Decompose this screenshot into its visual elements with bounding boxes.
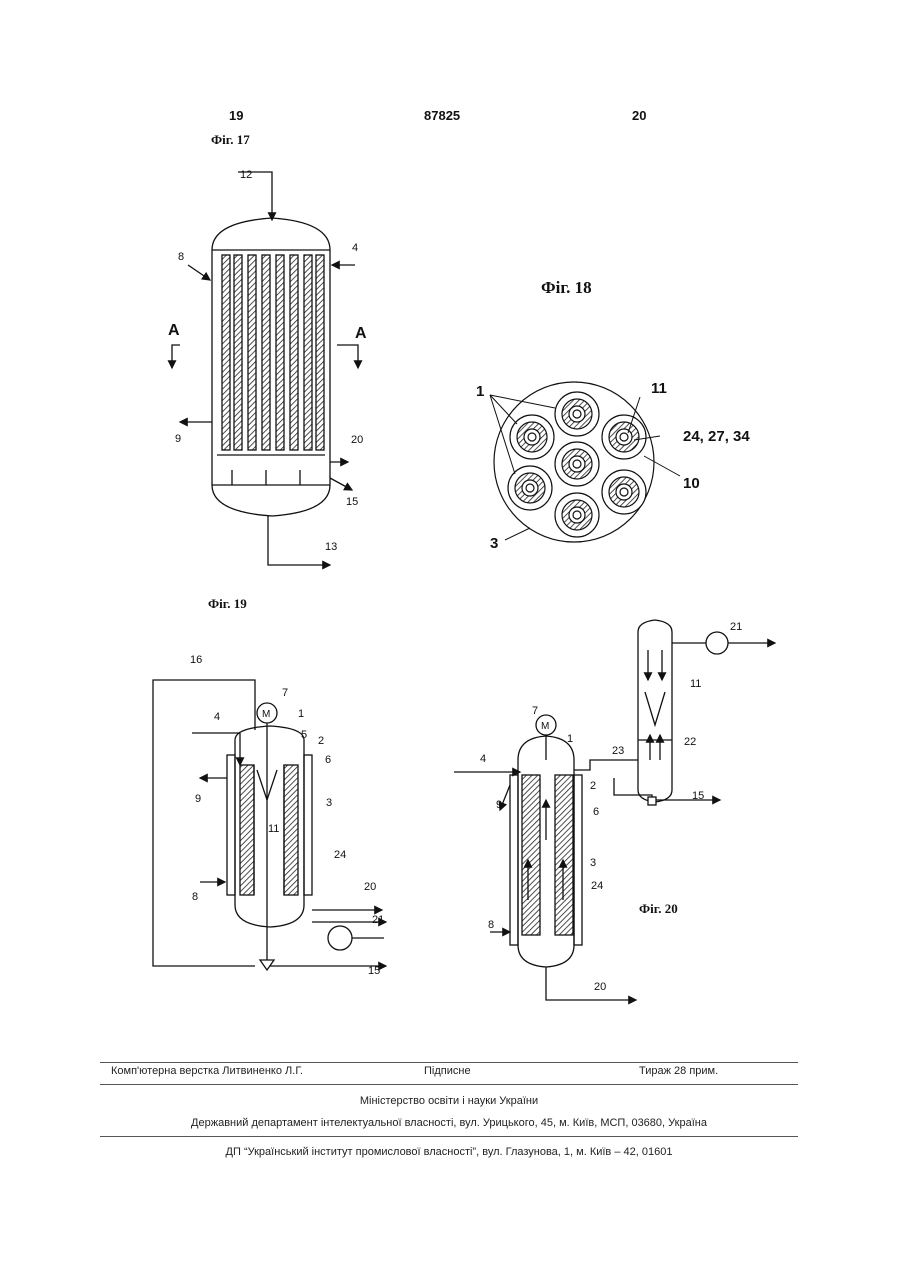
fig20-label-7: 7 xyxy=(532,705,538,717)
fig20-label-2: 2 xyxy=(590,780,596,792)
fig19-label-15: 15 xyxy=(368,965,380,977)
fig18-tube-bottom xyxy=(555,493,599,537)
fig19-label-8: 8 xyxy=(192,891,198,903)
fig19-label-4: 4 xyxy=(214,711,220,723)
footer-subscription: Підписне xyxy=(424,1065,471,1077)
fig20-label-1: 1 xyxy=(567,733,573,745)
fig19-label-20: 20 xyxy=(364,881,376,893)
fig20-motor-M: M xyxy=(541,721,549,732)
fig19-label-16: 16 xyxy=(190,654,202,666)
footer-ministry: Міністерство освіти і науки України xyxy=(100,1095,798,1107)
fig19-label-7: 7 xyxy=(282,687,288,699)
fig20-drawing xyxy=(454,620,775,1000)
fig19-label-2: 2 xyxy=(318,735,324,747)
fig20-label-23: 23 xyxy=(612,745,624,757)
fig19-label-21: 21 xyxy=(372,914,384,926)
fig18-label-24-27-34: 24, 27, 34 xyxy=(683,428,750,445)
footer-rule-2 xyxy=(100,1084,798,1085)
fig17-label-13: 13 xyxy=(325,541,337,553)
fig17-label-9: 9 xyxy=(175,433,181,445)
fig19-label-3: 3 xyxy=(326,797,332,809)
fig20-label-4: 4 xyxy=(480,753,486,765)
fig20-label-15: 15 xyxy=(692,790,704,802)
fig20-label-24: 24 xyxy=(591,880,603,892)
fig19-label-9: 9 xyxy=(195,793,201,805)
fig18-drawing xyxy=(490,382,680,542)
fig18-tube-top xyxy=(555,392,599,436)
fig20-label-22: 22 xyxy=(684,736,696,748)
fig20-label-9: 9 xyxy=(496,799,502,811)
fig18-tube-lower-right xyxy=(602,470,646,514)
fig19-label-11: 11 xyxy=(268,823,279,835)
fig20-label-21: 21 xyxy=(730,621,742,633)
fig18-label-11: 11 xyxy=(651,380,667,397)
fig19-label-1: 1 xyxy=(298,708,304,720)
fig20-label-3: 3 xyxy=(590,857,596,869)
footer-rule-1 xyxy=(100,1062,798,1063)
fig18-label-1: 1 xyxy=(476,383,484,400)
fig19-label-24: 24 xyxy=(334,849,346,861)
footer-institute: ДП “Український інститут промислової вла… xyxy=(100,1146,798,1158)
drawings: 12 8 4 A A 9 20 15 13 xyxy=(0,0,900,1060)
fig18-tube-upper-right xyxy=(602,415,646,459)
fig17-drawing xyxy=(172,172,358,565)
fig19-motor-M: M xyxy=(262,709,270,720)
fig20-label-20: 20 xyxy=(594,981,606,993)
footer-circulation: Тираж 28 прим. xyxy=(639,1065,718,1077)
fig17-label-A-right: A xyxy=(355,325,367,342)
fig18-tube-center xyxy=(555,442,599,486)
footer-department: Державний департамент інтелектуальної вл… xyxy=(100,1117,798,1129)
fig18-label-10: 10 xyxy=(683,475,700,492)
fig19-label-6: 6 xyxy=(325,754,331,766)
fig17-label-15: 15 xyxy=(346,496,358,508)
footer-rule-3 xyxy=(100,1136,798,1137)
fig20-label-8: 8 xyxy=(488,919,494,931)
fig17-label-20: 20 xyxy=(351,434,363,446)
fig17-label-A-left: A xyxy=(168,322,180,339)
fig18-label-3: 3 xyxy=(490,535,498,552)
fig17-label-12: 12 xyxy=(240,169,252,181)
fig20-label-6: 6 xyxy=(593,806,599,818)
fig20-label-11: 11 xyxy=(690,678,701,690)
fig17-label-4: 4 xyxy=(352,242,358,254)
fig19-label-5: 5 xyxy=(301,729,307,741)
fig18-tube-upper-left xyxy=(510,415,554,459)
fig17-label-8: 8 xyxy=(178,251,184,263)
footer-typesetter: Комп'ютерна верстка Литвиненко Л.Г. xyxy=(111,1065,303,1077)
